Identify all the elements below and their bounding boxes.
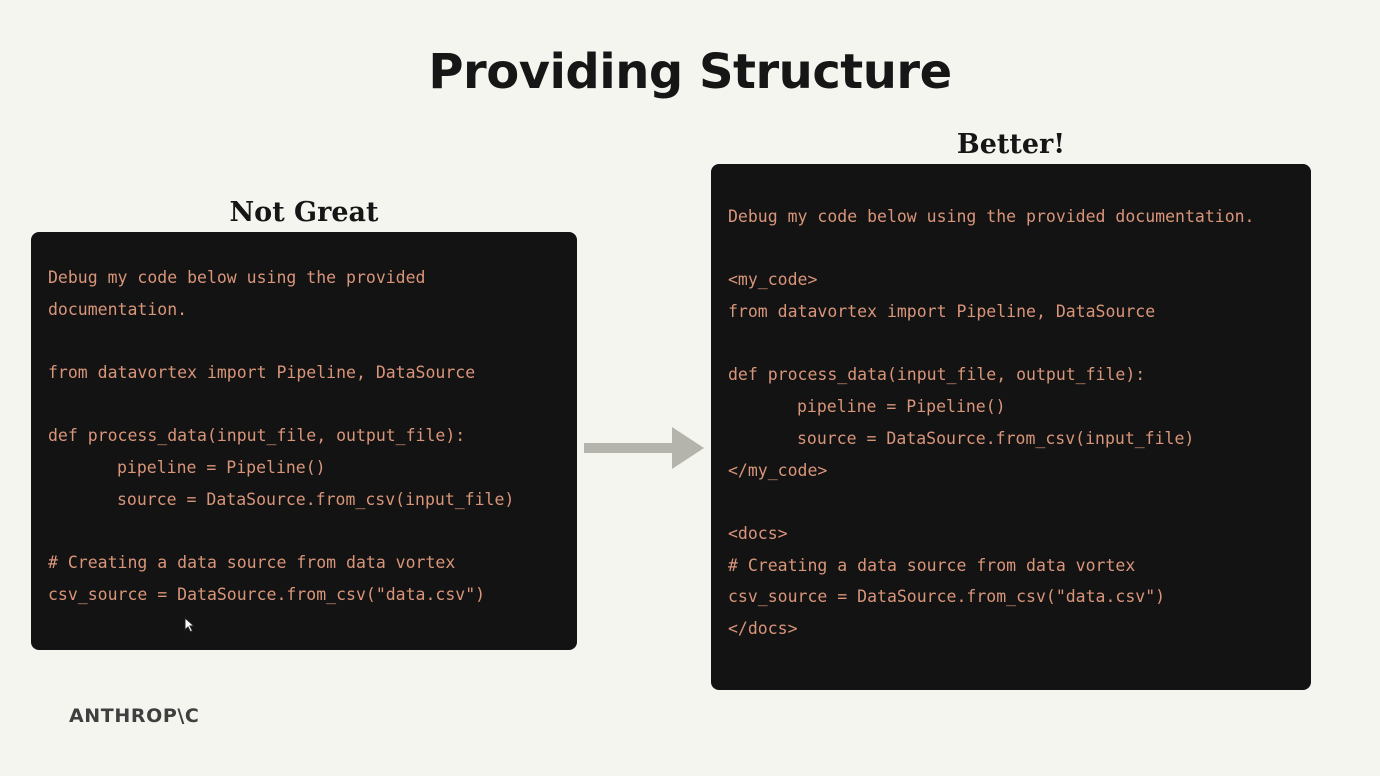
not-great-code-panel: Debug my code below using the provided d… (31, 232, 577, 650)
slide-title: Providing Structure (428, 44, 952, 100)
right-arrow-icon (584, 427, 704, 469)
code-line: def process_data(input_file, output_file… (48, 426, 466, 446)
code-line: </my_code> (728, 460, 828, 480)
code-line (728, 486, 1301, 518)
anthropic-logo: ANTHROP\C (69, 705, 200, 727)
code-line (728, 328, 1301, 360)
code-line: def process_data(input_file, output_file… (728, 365, 1146, 385)
code-line: csv_source = DataSource.from_csv("data.c… (48, 584, 486, 604)
code-line: documentation. (48, 299, 188, 319)
code-line: Debug my code below using the provided d… (728, 207, 1255, 226)
code-line: # Creating a data source from data vorte… (48, 553, 456, 573)
code-line: pipeline = Pipeline() (797, 397, 1006, 417)
code-line: pipeline = Pipeline() (117, 458, 326, 478)
better-heading: Better! (956, 129, 1066, 160)
code-line: csv_source = DataSource.from_csv("data.c… (728, 587, 1166, 607)
code-line: Debug my code below using the provided (48, 268, 426, 287)
code-line: source = DataSource.from_csv(input_file) (797, 428, 1195, 448)
mouse-pointer-icon (184, 617, 195, 633)
not-great-heading: Not Great (229, 197, 379, 228)
better-code-panel: Debug my code below using the provided d… (711, 164, 1311, 690)
code-line (48, 389, 567, 421)
code-line: </docs> (728, 618, 798, 638)
code-line: <my_code> (728, 270, 818, 290)
code-line (48, 516, 567, 548)
code-line: source = DataSource.from_csv(input_file) (117, 489, 515, 509)
code-line: from datavortex import Pipeline, DataSou… (728, 302, 1156, 322)
code-line (48, 325, 567, 357)
code-line: from datavortex import Pipeline, DataSou… (48, 363, 476, 383)
code-line: <docs> (728, 523, 788, 543)
code-line: # Creating a data source from data vorte… (728, 555, 1136, 575)
code-line (728, 233, 1301, 265)
